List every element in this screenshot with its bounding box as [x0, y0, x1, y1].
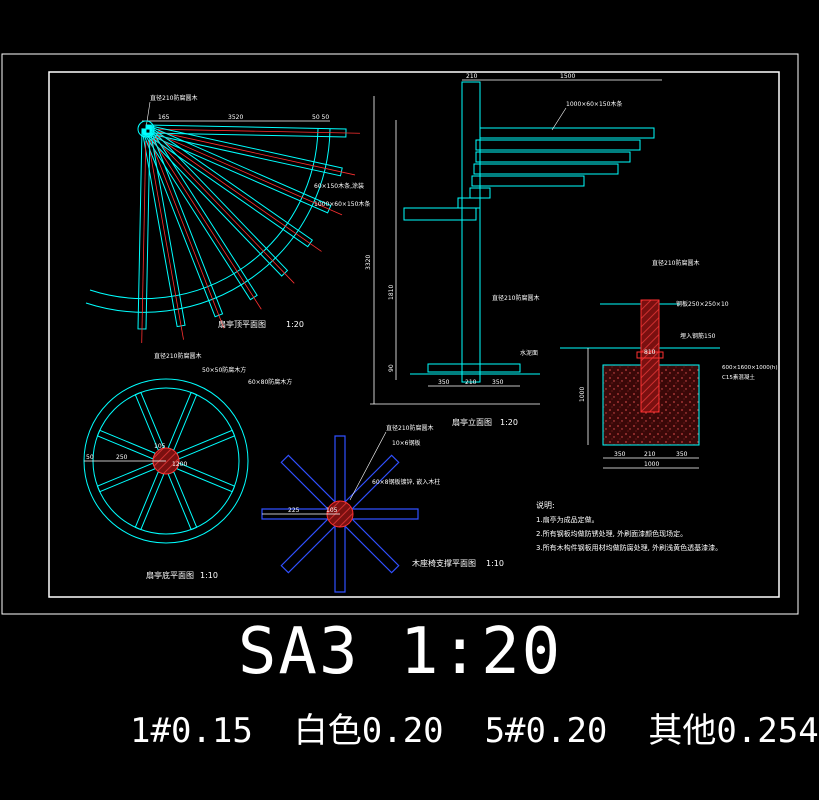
base-label-c: 60×80防腐木方 — [248, 378, 292, 386]
support-scale: 1:10 — [486, 559, 504, 568]
fan-label-r2: 1000×60×150木条 — [314, 200, 370, 208]
elev-dim-bot-b: 210 — [465, 379, 477, 386]
fan-ray-axis — [155, 135, 322, 252]
pen-settings: 1#0.15 白色0.20 5#0.20 其他0.254 — [130, 711, 819, 751]
found-dim-d: 810 — [644, 349, 656, 356]
elev-dim-top-b: 1500 — [560, 73, 575, 80]
found-label-a: 钢板250×250×10 — [676, 300, 729, 308]
base-label-b: 50×50防腐木方 — [202, 366, 246, 374]
star-arm — [280, 454, 336, 510]
cad-drawing: 165 3520 50 50 直径210防腐圆木 60×150木条,涂装 100… — [1, 53, 799, 615]
elev-title: 扇亭立面图 — [452, 417, 492, 427]
elevation-group: 210 1500 1000×60×150木条 直径210防腐圆木 水泥面 350… — [365, 73, 662, 427]
star-arm — [334, 525, 346, 593]
fan-center-post — [137, 120, 155, 138]
elev-dim-left: 90 — [388, 364, 395, 372]
star-arm — [334, 435, 346, 503]
found-label-c: C15素混凝土 — [722, 373, 755, 381]
fan-ray-axis — [147, 140, 184, 340]
fan-ray-axis — [152, 138, 262, 310]
foundation-post — [640, 299, 660, 413]
wheel-spoke — [167, 391, 198, 451]
fan-ray — [137, 128, 151, 330]
wheel-spoke — [167, 471, 198, 531]
star-arm — [280, 518, 336, 574]
elev-dim-mid: 1810 — [388, 285, 395, 300]
elev-dim-bot-a: 350 — [438, 379, 450, 386]
plan-support-group: 225 105 直径210防腐圆木 10×6钢板 60×8钢板镀锌, 嵌入木柱 … — [261, 424, 504, 593]
fan-rays — [137, 124, 360, 343]
fan-ray-axis — [149, 140, 225, 329]
wheel-spoke — [176, 429, 236, 460]
inner-frame — [48, 71, 780, 598]
found-dim-total: 1000 — [644, 461, 659, 468]
found-label-b: 埋入钢筋150 — [680, 332, 716, 340]
elev-base — [427, 363, 521, 373]
notes-line-1: 1.扇亭为成品定做。 — [536, 515, 599, 524]
found-dim-f: 210 — [644, 451, 656, 458]
elev-dim-top-a: 210 — [466, 73, 478, 80]
star-arm — [344, 518, 400, 574]
fan-label-top: 直径210防腐圆木 — [150, 94, 197, 102]
found-dim-e: 350 — [614, 451, 626, 458]
fan-title: 扇亭顶平面图 — [218, 319, 266, 329]
base-title: 扇亭底平面图 — [146, 570, 194, 580]
wheel-spoke — [96, 462, 156, 493]
found-dim-h: 1000 — [579, 387, 586, 402]
elev-scale: 1:20 — [500, 418, 518, 427]
elev-dim-bot-c: 350 — [492, 379, 504, 386]
found-dim-g: 350 — [676, 451, 688, 458]
wheel-spoke — [134, 391, 165, 451]
wheel-spoke — [134, 471, 165, 531]
fan-dim-c: 50 50 — [312, 114, 329, 121]
plan-base-group: 直径210防腐圆木 50×50防腐木方 60×80防腐木方 50 250 105… — [83, 352, 292, 580]
base-dim-c: 105 — [154, 443, 166, 450]
notes-group: 说明: 1.扇亭为成品定做。 2.所有钢板均做防锈处理, 外刷面漆颜色现场定。 … — [536, 500, 722, 552]
support-label-b: 10×6钢板 — [392, 439, 420, 447]
elev-label-ground: 水泥面 — [520, 349, 538, 357]
fan-dim-a: 165 — [158, 114, 170, 121]
fan-scale: 1:20 — [286, 320, 304, 329]
fan-dim-b: 3520 — [228, 114, 243, 121]
support-label-c: 60×8钢板镀锌, 嵌入木柱 — [372, 478, 440, 486]
fan-label-r1: 60×150木条,涂装 — [314, 182, 364, 190]
base-dim-d: 1200 — [172, 461, 187, 468]
plan-fan-group: 165 3520 50 50 直径210防腐圆木 60×150木条,涂装 100… — [85, 94, 370, 343]
base-label-a: 直径210防腐圆木 — [154, 352, 201, 360]
support-title: 木座椅支撑平面图 — [412, 558, 476, 568]
base-dim-b: 250 — [116, 454, 128, 461]
star-arm — [351, 508, 419, 520]
elev-label-beam: 1000×60×150木条 — [566, 100, 622, 108]
notes-heading: 说明: — [536, 500, 555, 510]
elev-dim-height: 3320 — [365, 255, 372, 270]
support-dim-b: 105 — [326, 507, 338, 514]
foundation-group: 直径210防腐圆木 钢板250×250×10 埋入钢筋150 600×1600×… — [560, 259, 778, 469]
found-label-post: 直径210防腐圆木 — [652, 259, 699, 267]
outer-frame — [1, 53, 799, 615]
fan-ray-axis — [141, 140, 147, 343]
support-label-a: 直径210防腐圆木 — [386, 424, 433, 432]
found-label-d: 600×1600×1000(h) — [722, 365, 778, 371]
fan-ray-axis — [157, 131, 356, 176]
sheet-title: SA3 1:20 — [237, 615, 563, 689]
fan-ray-axis — [154, 137, 295, 284]
elev-label-post: 直径210防腐圆木 — [492, 294, 539, 302]
base-dim-a: 50 — [86, 454, 94, 461]
notes-line-2: 2.所有钢板均做防锈处理, 外刷面漆颜色现场定。 — [536, 529, 687, 538]
fan-ray-axis — [157, 128, 360, 134]
notes-line-3: 3.所有木构件钢板用材均做防腐处理, 外刷浅黄色透基漆漆。 — [536, 543, 722, 552]
base-scale: 1:10 — [200, 571, 218, 580]
support-dim-a: 225 — [288, 507, 300, 514]
fan-ray-axis — [156, 133, 343, 216]
elev-post — [461, 81, 481, 383]
